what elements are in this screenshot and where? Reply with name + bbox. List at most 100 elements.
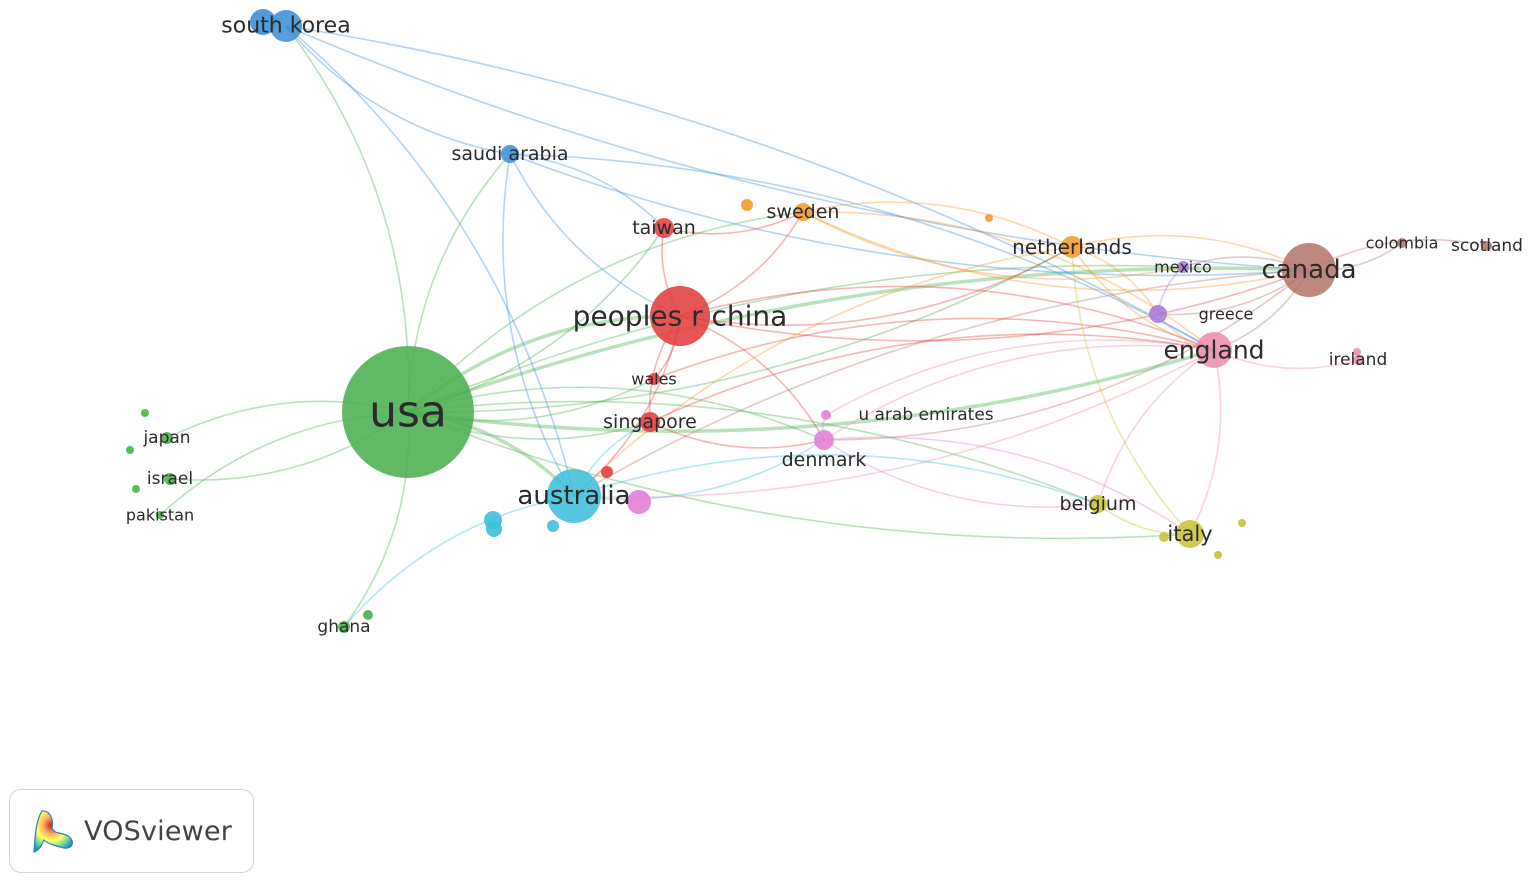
label-israel: israel	[147, 469, 193, 489]
node-australia[interactable]	[547, 469, 601, 523]
label-ghana: ghana	[317, 617, 370, 637]
link-england-italy	[1189, 349, 1222, 535]
link-netherlands-england	[1071, 246, 1215, 351]
link-peoples_r_china-canada	[679, 269, 1310, 342]
label-u_arab_emirates: u arab emirates	[858, 405, 993, 425]
link-singapore-denmark	[649, 421, 825, 449]
link-england-u_arab_emirates	[825, 339, 1215, 416]
node-israel[interactable]	[164, 473, 176, 485]
label-japan: japan	[142, 428, 190, 448]
label-saudi_arabia: saudi arabia	[451, 143, 568, 165]
node-belgium[interactable]	[1089, 495, 1107, 513]
link-usa-mexico	[407, 264, 1184, 413]
minor-node-6[interactable]	[627, 490, 651, 514]
label-italy: italy	[1167, 522, 1212, 546]
label-canada: canada	[1261, 255, 1356, 285]
link-canada-australia	[573, 269, 1310, 497]
label-singapore: singapore	[603, 411, 697, 433]
minor-node-5[interactable]	[601, 466, 613, 478]
label-scotland: scotland	[1451, 236, 1523, 256]
node-south_korea[interactable]	[270, 10, 302, 42]
node-usa[interactable]	[342, 346, 474, 478]
node-greece[interactable]	[1149, 305, 1167, 323]
link-england-belgium	[1097, 349, 1215, 505]
link-south_korea-saudi_arabia	[285, 25, 511, 155]
node-singapore[interactable]	[640, 412, 660, 432]
node-peoples_r_china[interactable]	[650, 286, 710, 346]
link-south_korea-canada	[285, 25, 1310, 271]
link-australia-denmark	[573, 439, 825, 500]
minor-node-3[interactable]	[132, 485, 140, 493]
label-pakistan: pakistan	[126, 506, 194, 525]
node-scotland[interactable]	[1482, 241, 1492, 251]
link-saudi_arabia-canada	[509, 153, 1310, 277]
node-japan[interactable]	[161, 432, 173, 444]
link-wales-england	[653, 317, 1215, 380]
link-england-denmark	[823, 344, 1215, 441]
link-saudi_arabia-australia	[502, 153, 575, 497]
links-layer	[159, 25, 1488, 628]
minor-node-8[interactable]	[486, 521, 502, 537]
node-ghana[interactable]	[338, 621, 350, 633]
label-taiwan: taiwan	[632, 217, 696, 239]
label-denmark: denmark	[782, 449, 867, 471]
label-peoples_r_china: peoples r china	[573, 300, 788, 333]
link-usa-netherlands	[407, 246, 1073, 413]
minor-node-12[interactable]	[1159, 532, 1169, 542]
link-england-australia	[573, 349, 1215, 499]
link-netherlands-australia	[573, 246, 1073, 497]
label-australia: australia	[517, 481, 630, 511]
link-australia-ghana	[343, 495, 575, 628]
node-italy[interactable]	[1176, 520, 1204, 548]
link-sweden-canada	[802, 211, 1310, 292]
node-pakistan[interactable]	[156, 511, 164, 519]
link-sweden-england	[802, 211, 1215, 351]
link-denmark-belgium	[823, 439, 1099, 508]
link-singapore-england	[649, 333, 1215, 423]
link-peoples_r_china-netherlands	[679, 246, 1073, 326]
link-south_korea-australia	[285, 25, 575, 497]
node-mexico[interactable]	[1177, 261, 1189, 273]
link-taiwan-sweden	[663, 211, 804, 235]
link-australia-belgium	[573, 454, 1099, 505]
minor-node-10[interactable]	[741, 199, 753, 211]
minor-node-11[interactable]	[985, 214, 993, 222]
link-canada-denmark	[823, 269, 1310, 441]
link-usa-belgium	[407, 400, 1099, 505]
minor-node-1[interactable]	[141, 409, 149, 417]
minor-node-2[interactable]	[126, 446, 134, 454]
link-denmark-italy	[823, 436, 1191, 535]
link-south_korea-england	[285, 25, 1215, 351]
node-sweden[interactable]	[794, 203, 812, 221]
label-usa: usa	[369, 387, 447, 438]
node-canada[interactable]	[1282, 243, 1336, 297]
node-u_arab_emirates[interactable]	[821, 410, 831, 420]
vosviewer-logo-icon	[33, 810, 73, 853]
node-denmark[interactable]	[814, 430, 834, 450]
link-usa-italy	[407, 411, 1191, 540]
node-ireland[interactable]	[1353, 355, 1363, 365]
minor-node-15[interactable]	[1353, 348, 1361, 356]
label-ireland: ireland	[1329, 350, 1388, 370]
node-england[interactable]	[1196, 332, 1232, 368]
minor-node-0[interactable]	[250, 9, 276, 35]
minor-node-13[interactable]	[1238, 519, 1246, 527]
link-saudi_arabia-taiwan	[509, 153, 665, 229]
link-peoples_r_china-england	[679, 285, 1215, 351]
link-usa-canada	[407, 266, 1310, 414]
label-belgium: belgium	[1060, 493, 1137, 515]
node-saudi_arabia[interactable]	[501, 145, 519, 163]
minor-node-4[interactable]	[363, 610, 373, 620]
vosviewer-brand: VOSviewer	[9, 789, 254, 873]
link-netherlands-greece	[1071, 246, 1159, 315]
node-colombia[interactable]	[1397, 238, 1407, 248]
link-netherlands-canada	[1071, 234, 1310, 271]
node-wales[interactable]	[648, 373, 660, 385]
minor-node-9[interactable]	[547, 520, 559, 532]
link-saudi_arabia-peoples_r_china	[509, 153, 681, 317]
minor-node-14[interactable]	[1214, 551, 1222, 559]
brand-name: VOSviewer	[84, 815, 233, 847]
node-netherlands[interactable]	[1061, 236, 1083, 258]
node-taiwan[interactable]	[654, 218, 674, 238]
